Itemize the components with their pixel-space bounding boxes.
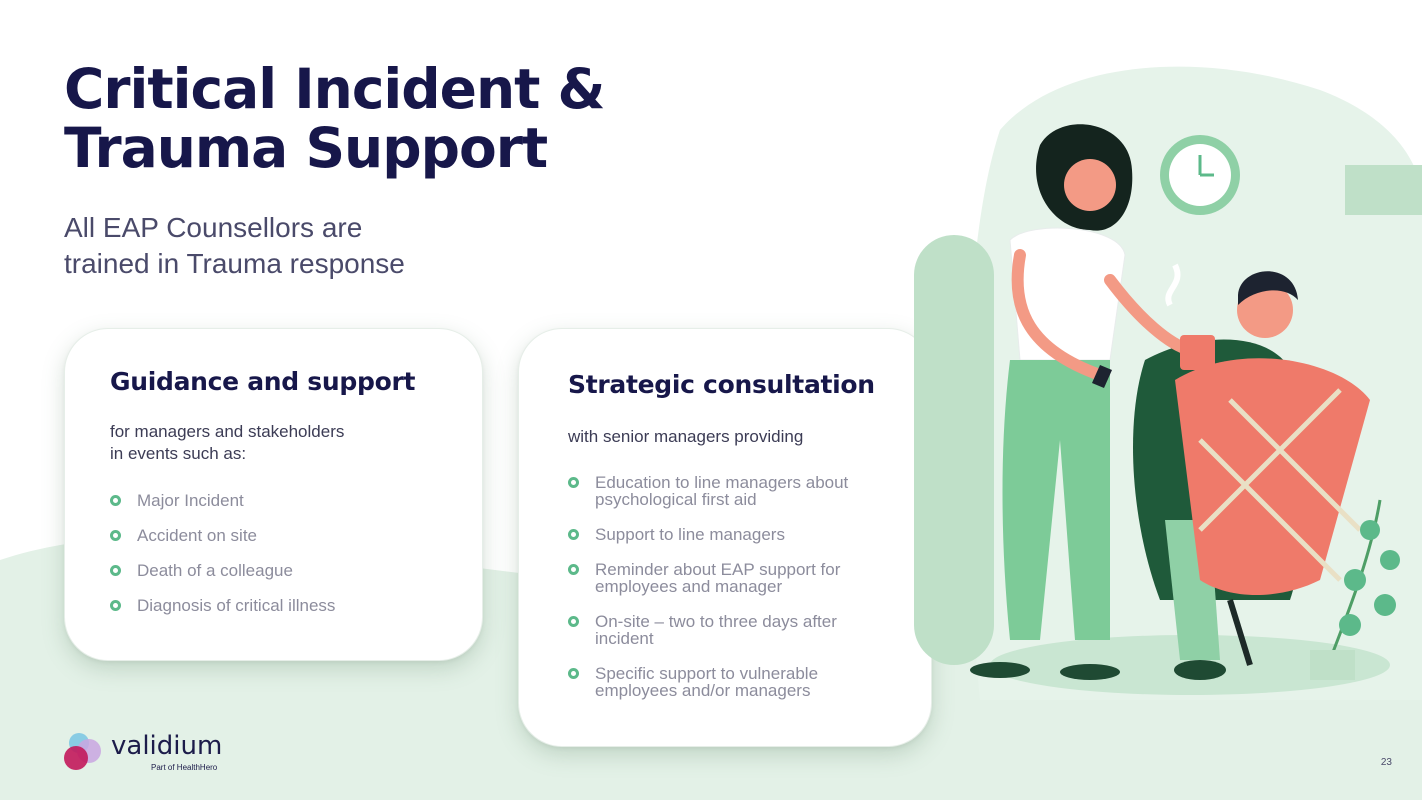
- subtitle-line-2: trained in Trauma response: [64, 248, 405, 279]
- logo-tagline: Part of HealthHero: [151, 763, 218, 772]
- validium-logo-icon: [64, 733, 101, 770]
- list-item: On-site – two to three days after incide…: [568, 613, 888, 647]
- list-item: Specific support to vulnerable employees…: [568, 665, 888, 699]
- subtitle-line-1: All EAP Counsellors are: [64, 212, 363, 243]
- list-item-label: On-site – two to three days after incide…: [595, 612, 837, 648]
- list-item-label: Death of a colleague: [137, 561, 293, 580]
- circle-bullet-icon: [568, 668, 579, 679]
- list-item: Education to line managers about psychol…: [568, 474, 888, 508]
- title-line-1: Critical Incident &: [64, 57, 606, 121]
- clock-icon: [1160, 135, 1240, 215]
- guidance-intro-line-2: in events such as:: [110, 444, 247, 463]
- list-item: Reminder about EAP support for employees…: [568, 561, 888, 595]
- list-item: Accident on site: [110, 527, 450, 544]
- list-item-label: Specific support to vulnerable employees…: [595, 664, 819, 700]
- strategic-list: Education to line managers about psychol…: [568, 474, 888, 717]
- list-item-label: Accident on site: [137, 526, 258, 545]
- logo-wordmark: validium: [111, 731, 223, 761]
- circle-bullet-icon: [568, 564, 579, 575]
- circle-bullet-icon: [110, 530, 121, 541]
- list-item: Support to line managers: [568, 526, 888, 543]
- page-number: 23: [1380, 757, 1392, 768]
- circle-bullet-icon: [568, 477, 579, 488]
- circle-bullet-icon: [568, 616, 579, 627]
- validium-logo: validium Part of HealthHero: [63, 731, 263, 775]
- circle-bullet-icon: [568, 529, 579, 540]
- title-line-2: Trauma Support: [64, 116, 548, 180]
- circle-bullet-icon: [110, 495, 121, 506]
- shrub-shape: [914, 235, 994, 665]
- circle-bullet-icon: [110, 565, 121, 576]
- list-item-label: Major Incident: [137, 491, 244, 510]
- page-title: Critical Incident & Trauma Support: [64, 60, 704, 178]
- guidance-intro: for managers and stakeholders in events …: [110, 421, 430, 465]
- circle-bullet-icon: [110, 600, 121, 611]
- list-item-label: Diagnosis of critical illness: [137, 596, 336, 615]
- guidance-card: Guidance and support for managers and st…: [64, 328, 483, 661]
- guidance-intro-line-1: for managers and stakeholders: [110, 422, 345, 441]
- guidance-list: Major Incident Accident on site Death of…: [110, 492, 450, 632]
- list-item: Major Incident: [110, 492, 450, 509]
- strategic-card: Strategic consultation with senior manag…: [518, 328, 932, 747]
- guidance-heading: Guidance and support: [110, 367, 416, 396]
- list-item-label: Reminder about EAP support for employees…: [595, 560, 841, 596]
- strategic-intro: with senior managers providing: [568, 427, 804, 446]
- counsellor-illustration: [914, 124, 1422, 695]
- list-item: Diagnosis of critical illness: [110, 597, 450, 614]
- subtitle: All EAP Counsellors are trained in Traum…: [64, 210, 584, 282]
- list-item: Death of a colleague: [110, 562, 450, 579]
- strategic-heading: Strategic consultation: [568, 370, 875, 399]
- list-item-label: Support to line managers: [595, 525, 785, 544]
- list-item-label: Education to line managers about psychol…: [595, 473, 849, 509]
